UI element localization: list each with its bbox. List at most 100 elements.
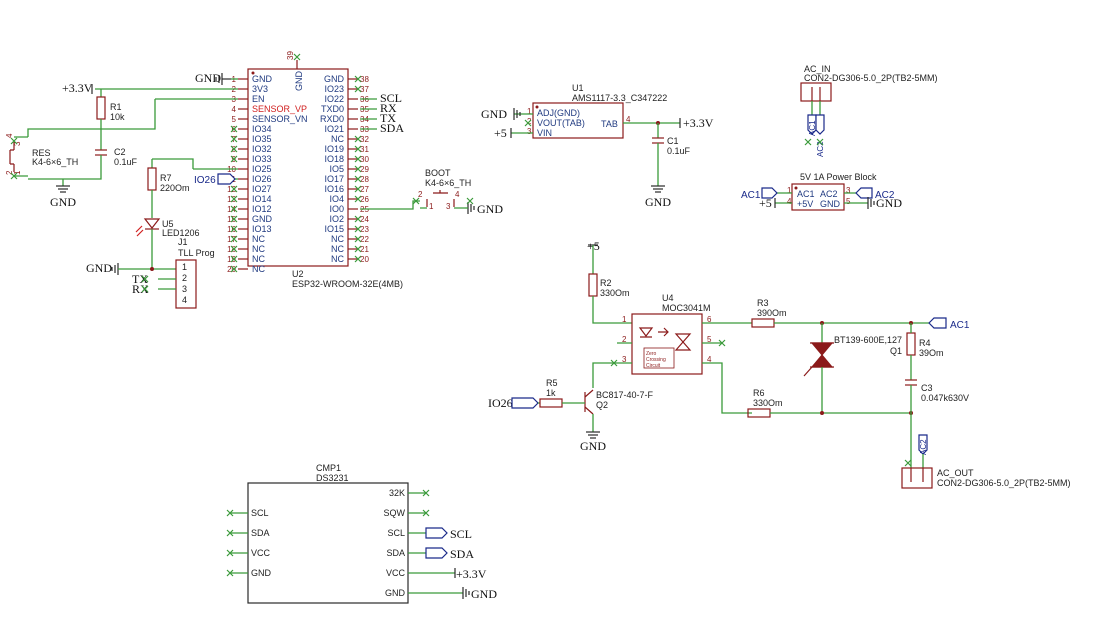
r2-resistor[interactable]: R2 330Om	[588, 273, 632, 324]
esp32-left-pin-label: NC	[252, 234, 265, 244]
u4-pin-3: 3	[622, 355, 627, 364]
no-connect-x	[412, 197, 420, 205]
r3-value: 390Om	[757, 308, 787, 318]
boot-button[interactable]: BOOT K4-6×6_TH 2 1 4 3 GND	[418, 168, 503, 216]
q1-ref: Q1	[890, 346, 902, 356]
psu-pin-3: 3	[846, 186, 851, 195]
r3-resistor[interactable]: R3 390Om	[751, 298, 911, 328]
no-connect-x	[226, 569, 234, 577]
r3-ref: R3	[757, 298, 769, 308]
c1-value: 0.1uF	[667, 146, 691, 156]
no-connect-x	[230, 145, 238, 153]
cmp1-sda-net: SDA	[450, 547, 474, 561]
ac-in-value: CON2-DG306-5.0_2P(TB2-5MM)	[804, 73, 938, 83]
r5-resistor[interactable]: IO26 R5 1k	[488, 378, 585, 410]
r4-resistor[interactable]: R4 39Om	[906, 323, 944, 380]
no-connect-x	[230, 195, 238, 203]
r1-value: 10k	[110, 112, 125, 122]
j1-tx-label: TX	[132, 272, 148, 286]
r7-resistor[interactable]: R7 220Om	[147, 159, 190, 218]
esp32-left-pin-label: IO13	[252, 224, 272, 234]
r1-resistor[interactable]: R1 10k	[27, 89, 156, 137]
esp32-right-pin-number: 23	[360, 225, 369, 234]
r6-resistor[interactable]: R6 330Om	[747, 388, 913, 418]
psu-pin-ac2: AC2	[820, 189, 838, 199]
res-ref: RES	[32, 148, 51, 158]
psu-pin-5: 5	[846, 197, 851, 206]
u4-value: MOC3041M	[662, 303, 711, 313]
gnd-label-j1: GND	[86, 261, 112, 275]
psu-pin-5v: +5V	[797, 199, 813, 209]
esp32-right-pin-number: 27	[360, 185, 369, 194]
esp32-right-pin-number: 32	[360, 135, 369, 144]
c2-capacitor[interactable]: C2 0.1uF	[28, 129, 138, 180]
u4-pin-4: 4	[707, 355, 712, 364]
esp32-left-pin-number: 13	[227, 195, 236, 204]
cmp1-right-pin-label: GND	[385, 588, 406, 598]
sda-net-label: SDA	[380, 121, 404, 135]
esp32-left-pin-label: IO34	[252, 124, 272, 134]
esp32-left-pin-number: 18	[227, 245, 236, 254]
gnd-symbol-res: GND	[50, 179, 76, 209]
j1-rx-label: RX	[132, 282, 149, 296]
esp32-ref: U2	[292, 269, 304, 279]
psu-ac2-flag-label: AC2	[875, 190, 895, 201]
esp32-left-pin-label: EN	[252, 94, 265, 104]
no-connect-x	[422, 489, 430, 497]
no-connect-x	[354, 235, 362, 243]
u4-optotriac[interactable]: U4 MOC3041M 1 2 3 6 5 4 Zero Crossing Ci…	[617, 293, 752, 414]
u1-pin-3: 3	[527, 127, 532, 136]
no-connect-markers	[10, 53, 912, 577]
no-connect-x	[230, 265, 238, 273]
esp32-right-pin-number: 38	[360, 75, 369, 84]
esp32-right-pin-label: RXD0	[320, 114, 344, 124]
no-connect-x	[816, 138, 824, 146]
ac-out-connector[interactable]: AC2 AC_OUT CON2-DG306-5.0_2P(TB2-5MM)	[901, 413, 1071, 489]
u4-zc-line3: Circuit	[646, 363, 661, 369]
c3-ref: C3	[921, 383, 933, 393]
no-connect-x	[422, 509, 430, 517]
no-connect-x	[354, 75, 362, 83]
psu-pin-ac1: AC1	[797, 189, 815, 199]
q1-value: BT139-600E,127	[834, 335, 902, 345]
q1-triac[interactable]: BT139-600E,127 Q1	[803, 323, 902, 413]
ac-out-ac2-flag: AC2	[919, 439, 928, 455]
c1-capacitor[interactable]: C1 0.1uF GND	[645, 123, 691, 209]
u4-pin-2: 2	[622, 335, 627, 344]
ac-in-ref: AC_IN	[804, 64, 831, 74]
u5-led[interactable]: U5 LED1206	[135, 218, 200, 269]
u1-regulator[interactable]: U1 AMS1117-3.3_C347222 ADJ(GND) VOUT(TAB…	[481, 83, 714, 140]
res-pin-2: 2	[5, 170, 14, 175]
esp32-left-pin-label: SENSOR_VN	[252, 114, 308, 124]
ac-in-connector[interactable]: AC_IN CON2-DG306-5.0_2P(TB2-5MM) AC1 AC2	[800, 64, 938, 157]
q2-transistor[interactable]: GND BC817-40-7-F Q2	[580, 362, 654, 453]
c3-capacitor[interactable]: C3 0.047k630V	[905, 379, 969, 413]
scl-net-label: SCL	[380, 91, 402, 105]
power-block[interactable]: 5V 1A Power Block AC1 +5V AC2 GND 1 4 3 …	[741, 172, 902, 211]
esp32-right-pin-label: IO15	[324, 224, 344, 234]
q2-ref: Q2	[596, 400, 608, 410]
esp32-right-pin-label: IO0	[329, 204, 344, 214]
no-connect-x	[610, 359, 618, 367]
no-connect-x	[141, 275, 149, 283]
cmp1-v33-net: +3.3V	[456, 567, 487, 581]
cmp1-gnd-net: GND	[471, 587, 497, 601]
esp32-left-pin-label: IO25	[252, 164, 272, 174]
res-button[interactable]: 3 4 1 2 RES K4-6×6_TH	[5, 133, 78, 177]
u4-zc-line1: Zero	[646, 351, 657, 357]
no-connect-x	[230, 135, 238, 143]
cmp1-right-pin-label: 32K	[389, 488, 405, 498]
io26-net-flag-esp32[interactable]: IO26	[194, 173, 236, 186]
j1-connector[interactable]: J1 TLL Prog 1 2 3 4 TX RX	[132, 237, 215, 309]
r2-ref: R2	[600, 278, 612, 288]
cmp1-left-pin-label: VCC	[251, 548, 271, 558]
esp32-right-pin-number: 28	[360, 175, 369, 184]
u1-pin-vout: VOUT(TAB)	[537, 118, 585, 128]
u5-ref: U5	[162, 219, 174, 229]
no-connect-x	[293, 53, 301, 61]
no-connect-x	[904, 459, 912, 467]
no-connect-x	[141, 285, 149, 293]
ac1-flag-right[interactable]: AC1	[909, 317, 970, 331]
